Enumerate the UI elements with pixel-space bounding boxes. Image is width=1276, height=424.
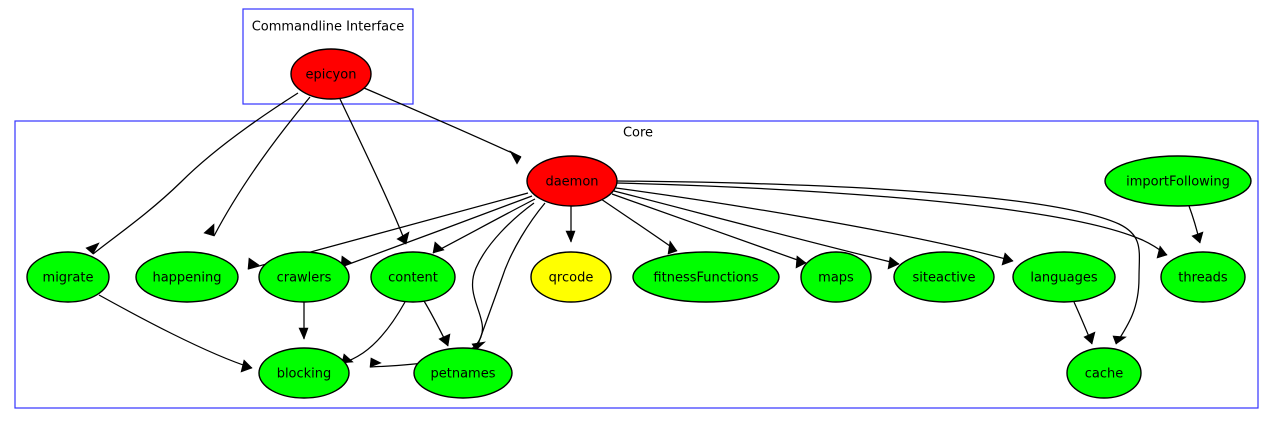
cluster-cluster_core: Core xyxy=(14,120,1259,409)
node-cache[interactable]: cache xyxy=(1066,347,1142,399)
edge-line xyxy=(611,193,807,264)
node-shape[interactable] xyxy=(1066,347,1142,399)
node-shape[interactable] xyxy=(1160,251,1246,303)
node-shape[interactable] xyxy=(135,251,239,303)
edge-hit-area[interactable] xyxy=(342,302,405,363)
edge-line xyxy=(98,294,253,369)
node-blocking[interactable]: blocking xyxy=(258,347,350,399)
edge-daemon-to-siteactive[interactable] xyxy=(613,190,900,270)
edge-arrowhead xyxy=(247,257,260,270)
node-shape[interactable] xyxy=(258,347,350,399)
edge-line xyxy=(340,195,533,268)
edge-arrowhead xyxy=(1191,231,1204,244)
edge-daemon-to-threads[interactable] xyxy=(616,182,1168,259)
edge-arrowhead xyxy=(509,150,522,165)
node-shape[interactable] xyxy=(893,251,995,303)
node-shape[interactable] xyxy=(526,155,618,207)
cluster-border xyxy=(242,8,414,105)
edge-arrowhead xyxy=(438,333,451,347)
edge-epicyon-to-daemon[interactable] xyxy=(363,87,522,165)
edge-arrowhead xyxy=(298,327,309,340)
edge-arrowhead xyxy=(240,359,253,373)
edge-arrowhead xyxy=(203,223,215,237)
cluster-label: Core xyxy=(623,126,653,141)
node-shape[interactable] xyxy=(370,251,456,303)
edge-arrowhead xyxy=(667,240,678,255)
node-shape[interactable] xyxy=(413,347,513,399)
edge-epicyon-to-happening[interactable] xyxy=(203,96,311,237)
node-qrcode[interactable]: qrcode xyxy=(530,251,612,303)
node-crawlers[interactable]: crawlers xyxy=(258,251,350,303)
edge-arrowhead xyxy=(1083,331,1096,345)
edge-line xyxy=(92,92,299,255)
edge-line xyxy=(475,202,546,351)
edge-daemon-to-petnames[interactable] xyxy=(471,202,546,351)
node-shape[interactable] xyxy=(290,48,372,100)
edge-hit-area[interactable] xyxy=(99,295,252,368)
edge-arrowhead xyxy=(369,357,382,368)
edge-hit-area[interactable] xyxy=(617,183,1167,255)
cluster-label: Commandline Interface xyxy=(252,20,405,35)
edge-line xyxy=(213,96,311,237)
edge-line xyxy=(615,187,1014,262)
edge-arrowhead xyxy=(432,241,445,254)
node-threads[interactable]: threads xyxy=(1160,251,1246,303)
node-importFollowing[interactable]: importFollowing xyxy=(1104,155,1252,207)
node-languages[interactable]: languages xyxy=(1012,251,1116,303)
node-shape[interactable] xyxy=(530,251,612,303)
edge-arrowhead xyxy=(565,230,576,243)
edge-line xyxy=(363,87,522,158)
edge-daemon-to-cache[interactable] xyxy=(616,180,1140,345)
node-petnames[interactable]: petnames xyxy=(413,347,513,399)
node-happening[interactable]: happening xyxy=(135,251,239,303)
cluster-cluster_cli: Commandline Interface xyxy=(242,8,414,105)
node-shape[interactable] xyxy=(1104,155,1252,207)
edge-arrowhead xyxy=(1112,335,1127,345)
node-siteactive[interactable]: siteactive xyxy=(893,251,995,303)
edge-arrowhead xyxy=(396,231,410,245)
edge-arrowhead xyxy=(1001,252,1014,266)
edge-content-to-petnames[interactable] xyxy=(423,300,451,347)
node-epicyon[interactable]: epicyon xyxy=(290,48,372,100)
edge-arrowhead xyxy=(795,255,807,269)
node-shape[interactable] xyxy=(26,251,110,303)
node-daemon[interactable]: daemon xyxy=(526,155,618,207)
node-migrate[interactable]: migrate xyxy=(26,251,110,303)
edge-content-to-blocking[interactable] xyxy=(341,301,406,364)
edge-line xyxy=(616,182,1168,256)
node-maps[interactable]: maps xyxy=(800,251,872,303)
node-fitnessFunctions[interactable]: fitnessFunctions xyxy=(632,251,780,303)
node-shape[interactable] xyxy=(632,251,780,303)
edge-daemon-to-maps[interactable] xyxy=(611,193,807,269)
edge-daemon-to-languages[interactable] xyxy=(615,187,1014,266)
edge-daemon-to-fitnessFunctions[interactable] xyxy=(600,198,678,255)
edge-arrowhead xyxy=(341,353,354,364)
edge-arrowhead xyxy=(471,341,486,351)
edge-languages-to-cache[interactable] xyxy=(1073,301,1096,345)
edge-daemon-to-content[interactable] xyxy=(432,198,536,254)
edge-line xyxy=(616,180,1140,345)
edge-migrate-to-blocking[interactable] xyxy=(98,294,253,373)
node-shape[interactable] xyxy=(800,251,872,303)
node-shape[interactable] xyxy=(1012,251,1116,303)
edge-arrowhead xyxy=(1156,245,1168,259)
edge-arrowhead xyxy=(85,242,100,255)
edge-crawlers-to-blocking[interactable] xyxy=(298,302,309,340)
edge-epicyon-to-migrate[interactable] xyxy=(85,92,299,255)
edge-line xyxy=(613,190,900,265)
cluster-border xyxy=(14,120,1259,409)
node-shape[interactable] xyxy=(258,251,350,303)
edge-arrowhead xyxy=(887,256,900,270)
edge-importFollowing-to-threads[interactable] xyxy=(1188,205,1204,244)
node-content[interactable]: content xyxy=(370,251,456,303)
edge-daemon-to-qrcode[interactable] xyxy=(565,206,576,243)
